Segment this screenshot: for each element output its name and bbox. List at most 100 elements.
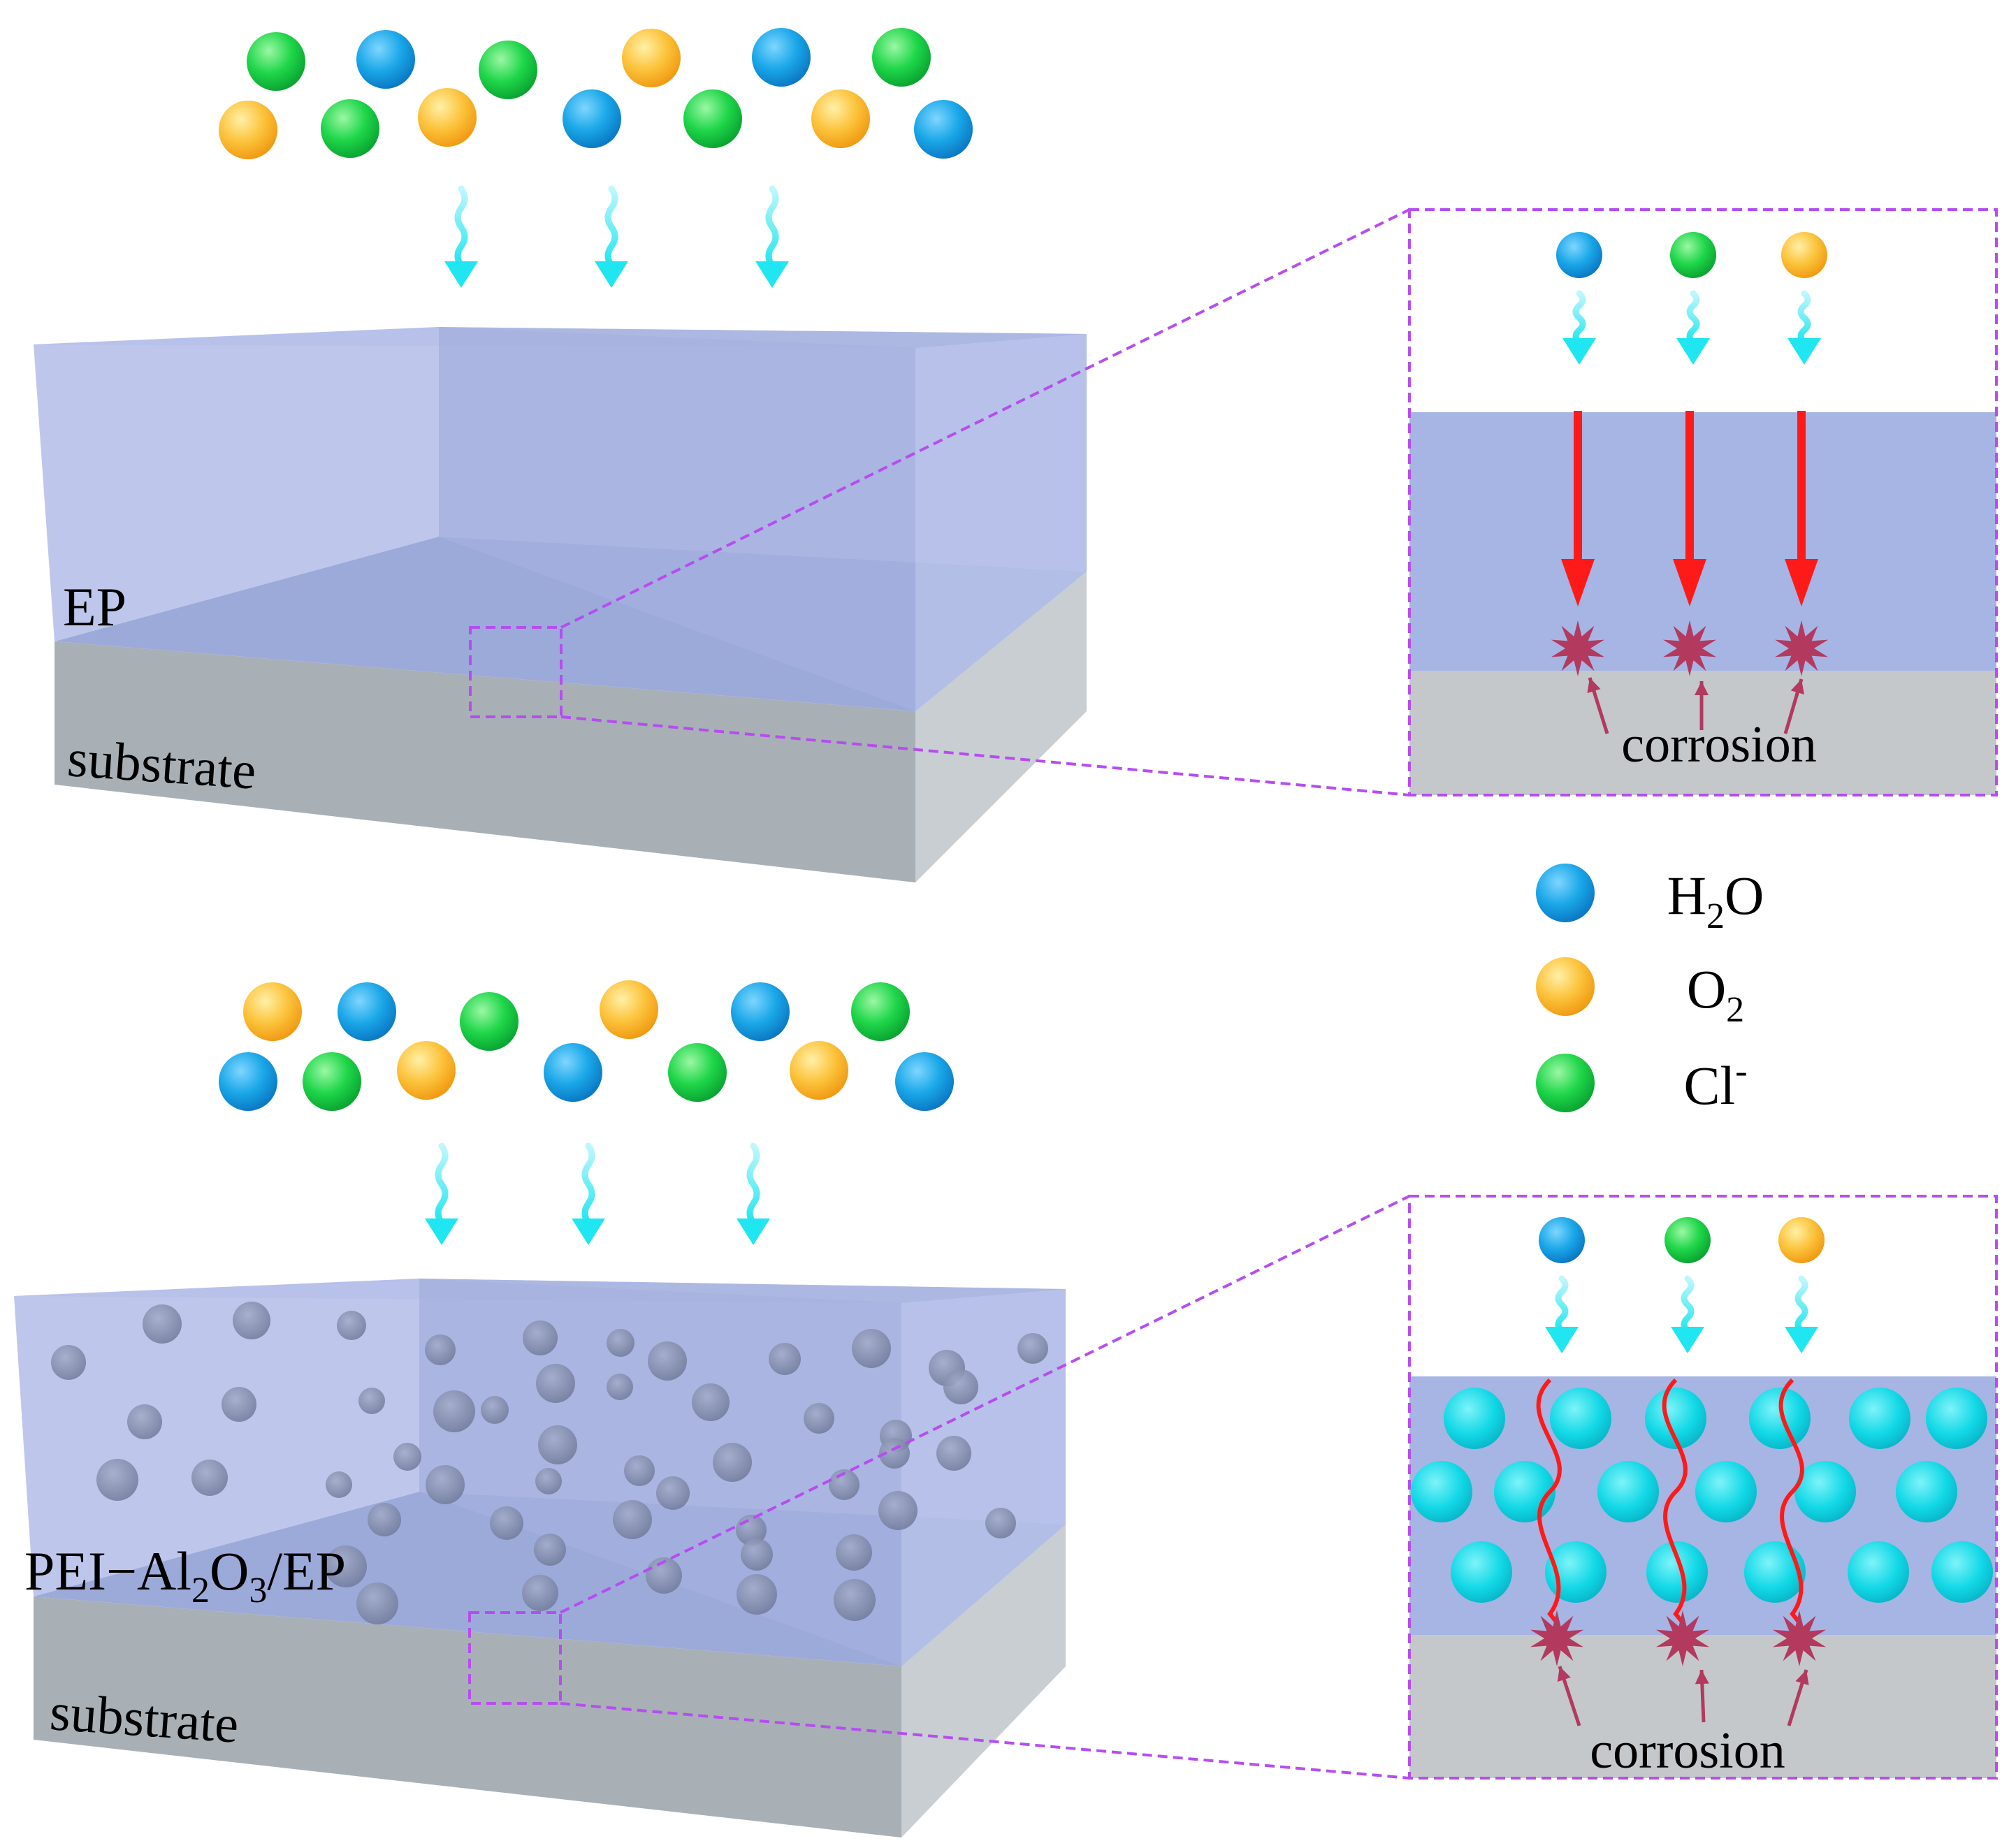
substrate-right-face [901, 1525, 1066, 1838]
o2-molecule [219, 101, 277, 159]
zoom-frame [1408, 1195, 1998, 1780]
al2o3-filler-particle [1451, 1541, 1512, 1603]
h2o-molecule [895, 1052, 954, 1111]
al2o3-particle [985, 1508, 1016, 1538]
al2o3-particle [127, 1404, 162, 1439]
al2o3-particle [834, 1579, 876, 1621]
al2o3-particle [769, 1343, 801, 1375]
o2-molecule [600, 980, 658, 1039]
al2o3-filler-particle [1848, 1541, 1909, 1603]
coating-front-face [14, 1279, 419, 1596]
cl-molecule [1536, 1054, 1595, 1112]
al2o3-particle [741, 1538, 773, 1571]
al2o3-particle [523, 1320, 558, 1355]
diffusion-arrow-icon [572, 1142, 605, 1245]
al2o3-particle [534, 1534, 566, 1566]
h2o-molecule [356, 30, 415, 89]
legend-label-o2: O2 [1687, 959, 1744, 1030]
h2o-molecule [544, 1043, 602, 1102]
bottom-diffusion-arrows [425, 1142, 770, 1245]
al2o3-particle [96, 1459, 138, 1501]
h2o-molecule [219, 1052, 277, 1111]
substrate-front-face [55, 641, 915, 882]
cl-molecule [872, 28, 931, 87]
al2o3-particle [878, 1491, 918, 1530]
al2o3-particle [358, 1388, 385, 1414]
al2o3-particle [737, 1574, 777, 1615]
zoom-coating-layer [1409, 412, 1996, 671]
corrosion-burst-icon [1656, 1610, 1709, 1666]
al2o3-particle [433, 1390, 475, 1432]
h2o-molecule [1556, 232, 1602, 278]
coating-right-face [915, 334, 1087, 711]
h2o-molecule [563, 89, 621, 148]
cl-molecule [460, 992, 518, 1051]
top-zoom-connectors [560, 208, 1410, 796]
al2o3-filler-particle [1550, 1388, 1611, 1449]
coating-front-face [34, 327, 439, 641]
h2o-molecule [1539, 1217, 1585, 1263]
al2o3-particle [713, 1443, 752, 1482]
diffusion-arrow-icon [444, 185, 478, 288]
legend-label-h2o: H2O [1667, 865, 1764, 936]
al2o3-particle [692, 1383, 730, 1421]
diffusion-arrow-icon [1785, 1275, 1818, 1353]
cl-molecule [1665, 1217, 1711, 1263]
zoom-frame [1408, 208, 1998, 796]
top-molecule-cloud [219, 28, 973, 159]
h2o-molecule [914, 100, 973, 159]
al2o3-particle [646, 1557, 682, 1594]
coating-label: PEI−Al2O3/EP [24, 1541, 346, 1610]
al2o3-filler-particle [1744, 1541, 1806, 1603]
al2o3-particle [393, 1443, 421, 1471]
al2o3-particle [648, 1341, 687, 1381]
al2o3-particle [936, 1436, 971, 1471]
o2-molecule [622, 29, 681, 87]
o2-molecule [418, 88, 477, 147]
tortuous-path-line [1662, 1378, 1688, 1626]
cl-molecule [247, 32, 305, 91]
al2o3-particle [535, 1468, 562, 1494]
al2o3-particle [191, 1460, 228, 1496]
substrate-label: substrate [48, 1682, 240, 1754]
al2o3-particle [425, 1334, 456, 1365]
corrosion-pointer-arrow [1557, 1666, 1581, 1726]
substrate-front-face [34, 1596, 901, 1838]
tortuous-path-line [1778, 1378, 1804, 1626]
al2o3-particle [356, 1583, 398, 1624]
o2-molecule [790, 1041, 848, 1100]
corrosion-burst-icon [1773, 1610, 1826, 1666]
cl-molecule [321, 99, 379, 158]
o2-molecule [1536, 957, 1595, 1016]
al2o3-particle [368, 1503, 401, 1536]
corrosion-burst-icon [1775, 620, 1828, 676]
corrosion-burst-icon [1663, 620, 1716, 676]
diffusion-arrow-icon [737, 1142, 770, 1245]
corrosion-pointer-arrow [1783, 678, 1804, 734]
al2o3-particles [51, 1302, 1048, 1624]
substrate-right-face [915, 572, 1087, 882]
al2o3-particle [804, 1403, 834, 1434]
diffusion-arrow-icon [1676, 290, 1710, 365]
al2o3-particle [326, 1471, 352, 1498]
al2o3-particle [233, 1302, 270, 1339]
corrosion-label: corrosion [1621, 716, 1817, 773]
substrate-label: substrate [66, 729, 258, 801]
corrosion-burst-icon [1530, 1610, 1583, 1666]
tortuous-path-line [1536, 1378, 1562, 1626]
corrosion-pointer-arrow [1587, 677, 1609, 734]
h2o-molecule [731, 982, 790, 1041]
o2-molecule [1781, 232, 1827, 278]
cl-molecule [1670, 232, 1716, 278]
al2o3-filler-particle [1645, 1388, 1706, 1449]
pei-al2o3-ep-coating-block: PEI−Al2O3/EP substrate [14, 1279, 1066, 1838]
diffusion-arrow-icon [595, 185, 628, 288]
cl-molecule [683, 89, 742, 148]
direct-penetration-arrow [1785, 411, 1818, 606]
bottom-zoom-connectors [560, 1195, 1410, 1780]
al2o3-filler-particle [1444, 1388, 1505, 1449]
al2o3-particle [607, 1329, 634, 1357]
al2o3-particle [1017, 1333, 1048, 1364]
